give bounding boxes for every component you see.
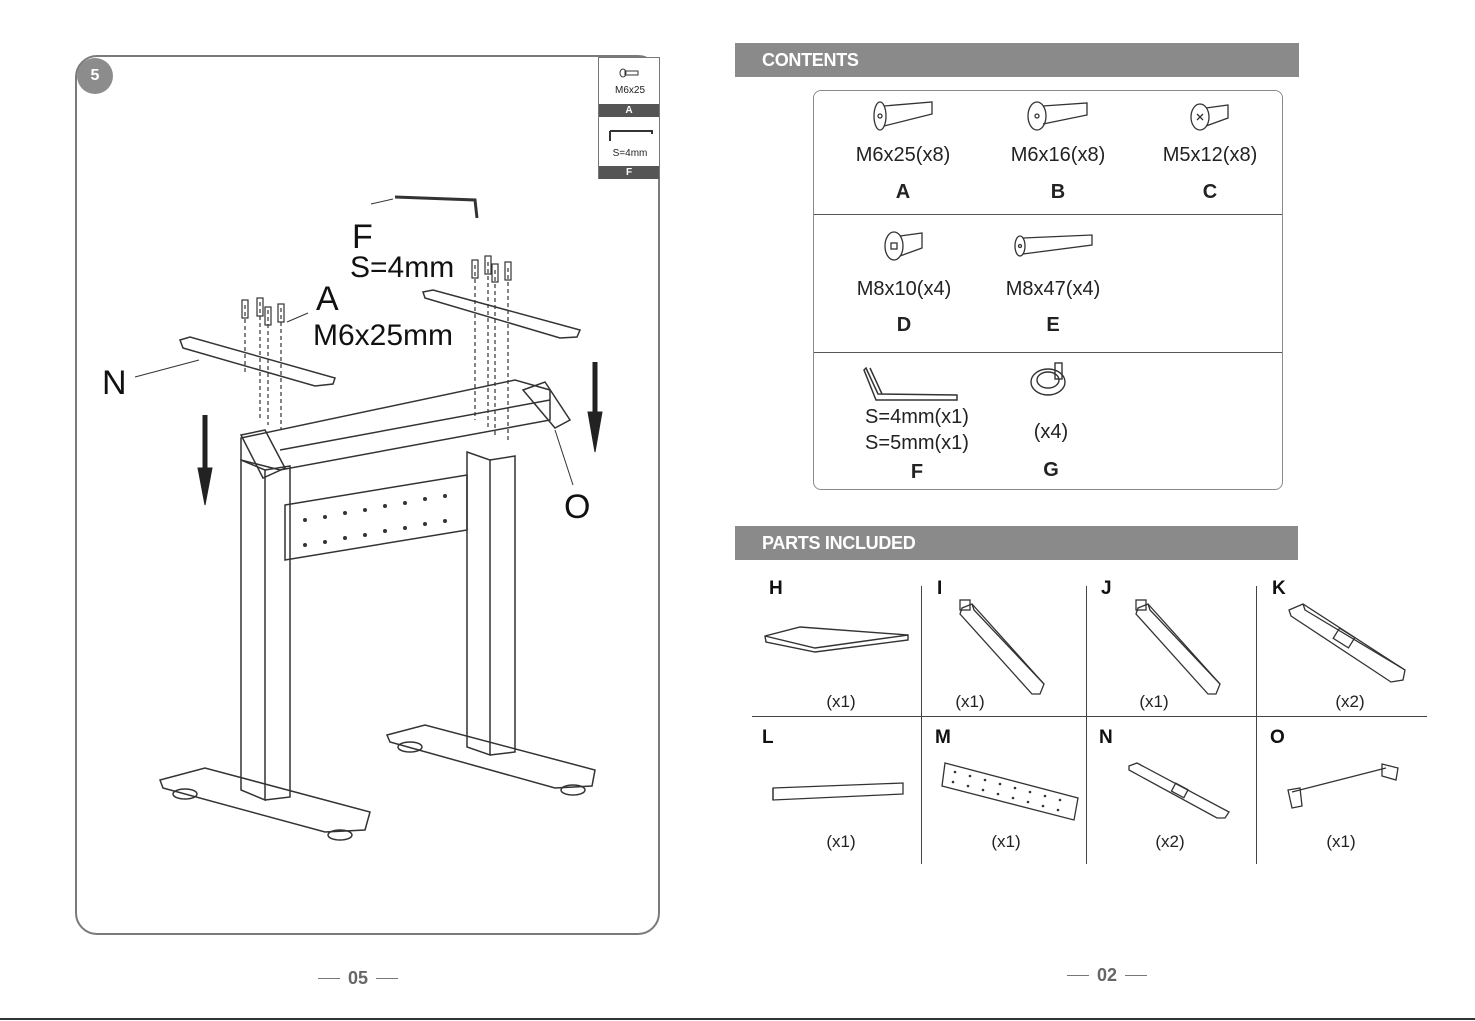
left-page-footer: 05 (318, 968, 398, 989)
fastener-c-label: M5x12(x8) (1150, 144, 1270, 167)
leg-column-icon (1128, 598, 1228, 698)
fastener-f-label-2: S=5mm(x1) (857, 432, 977, 455)
part-h-letter: H (769, 578, 783, 600)
leg-column-icon (952, 598, 1052, 698)
right-page-footer: 02 (1067, 965, 1147, 986)
top-bracket-icon (1125, 760, 1233, 822)
desktop-panel-icon (760, 622, 915, 656)
leveling-foot-icon (1026, 358, 1076, 402)
callout-n-letter: N (102, 366, 127, 400)
fastener-e-letter: E (993, 314, 1113, 337)
callout-a-size: M6x25mm (313, 321, 453, 351)
part-k-qty: (x2) (1310, 692, 1390, 712)
foot-base-icon (1285, 600, 1410, 685)
hardware-legend: M6x25 A S=4mm F (598, 57, 660, 179)
callout-a-letter: A (316, 282, 339, 316)
legend-key-label: S=4mm (599, 148, 661, 159)
part-n-qty: (x2) (1130, 832, 1210, 852)
allen-key-icon (862, 364, 962, 404)
contents-divider (814, 352, 1282, 353)
fastener-e-label: M8x47(x4) (993, 278, 1113, 301)
fastener-f-label: S=4mm(x1) (857, 406, 977, 429)
desk-frame-assembly-illustration (95, 190, 615, 850)
part-o-letter: O (1270, 727, 1285, 749)
countersunk-screw-icon (870, 98, 938, 134)
fastener-d-letter: D (844, 314, 964, 337)
parts-divider (921, 586, 922, 864)
part-m-qty: (x1) (966, 832, 1046, 852)
parts-header: PARTS INCLUDED (735, 526, 1298, 560)
part-j-qty: (x1) (1114, 692, 1194, 712)
fastener-a-letter: A (843, 181, 963, 204)
fastener-d-label: M8x10(x4) (844, 278, 964, 301)
parts-divider (1086, 586, 1087, 864)
parts-divider (1256, 586, 1257, 864)
part-l-qty: (x1) (801, 832, 881, 852)
left-page-number: 05 (348, 968, 368, 989)
fastener-g-letter: G (1001, 459, 1101, 482)
fastener-g-label: (x4) (1001, 421, 1101, 444)
part-j-letter: J (1101, 578, 1112, 600)
part-k-letter: K (1272, 578, 1286, 600)
contents-header: CONTENTS (735, 43, 1299, 77)
side-bracket-icon (1282, 760, 1404, 810)
part-l-letter: L (762, 727, 774, 749)
part-h-qty: (x1) (801, 692, 881, 712)
cross-bar-icon (770, 780, 908, 804)
fastener-b-letter: B (998, 181, 1118, 204)
parts-divider (752, 716, 1427, 717)
part-o-qty: (x1) (1301, 832, 1381, 852)
legend-key-letter: F (599, 166, 659, 179)
fastener-a-label: M6x25(x8) (843, 144, 963, 167)
fastener-f-letter: F (857, 461, 977, 484)
long-screw-icon (1012, 232, 1096, 258)
legend-screw-letter: A (599, 104, 659, 117)
legend-screw-label: M6x25 (599, 85, 661, 96)
perforated-beam-icon (940, 758, 1082, 824)
fastener-c-letter: C (1150, 181, 1270, 204)
part-i-qty: (x1) (930, 692, 1010, 712)
right-page-number: 02 (1097, 965, 1117, 986)
bottom-rule (0, 1018, 1475, 1020)
callout-f-size: S=4mm (350, 253, 454, 283)
part-n-letter: N (1099, 727, 1113, 749)
button-head-screw-icon (1025, 98, 1093, 134)
contents-divider (814, 214, 1282, 215)
fastener-b-label: M6x16(x8) (998, 144, 1118, 167)
part-m-letter: M (935, 727, 951, 749)
step-number-badge: 5 (77, 58, 113, 94)
allen-key-icon (607, 128, 655, 144)
callout-f-letter: F (352, 220, 373, 254)
socket-screw-icon (882, 228, 930, 264)
part-i-letter: I (937, 578, 942, 600)
phillips-screw-icon (1188, 100, 1236, 134)
screw-icon (619, 68, 641, 78)
callout-o-letter: O (564, 490, 590, 524)
